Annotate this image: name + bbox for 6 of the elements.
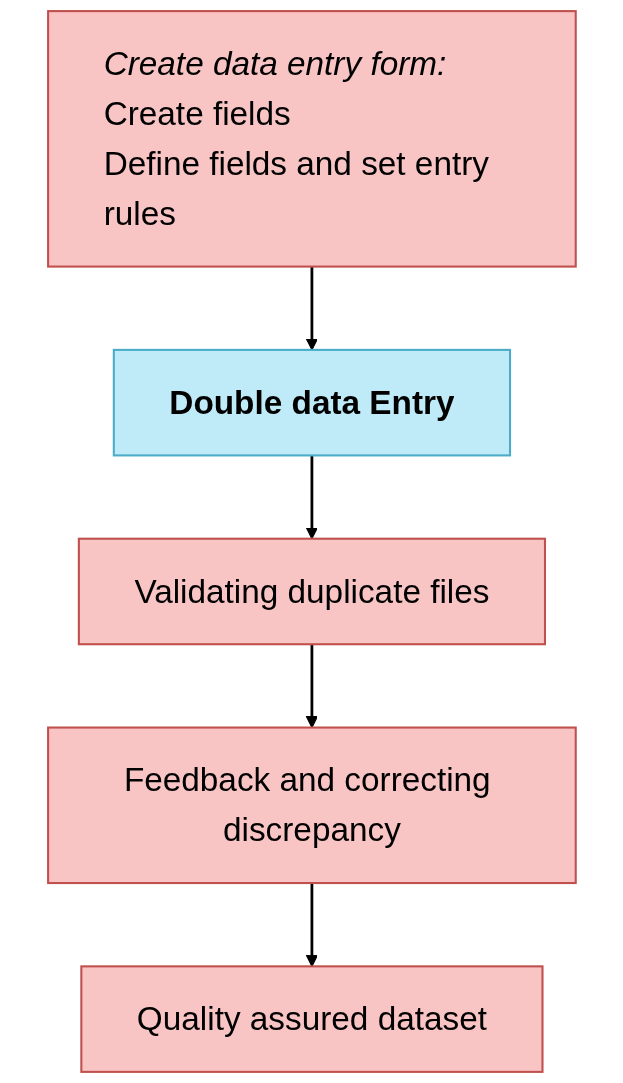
node-box: Feedback and correcting discrepancy <box>46 726 577 885</box>
arrow <box>305 883 318 967</box>
node-box: Quality assured dataset <box>79 965 544 1073</box>
node-box: Double data Entry <box>112 348 511 457</box>
node-box: Validating duplicate files <box>77 537 546 646</box>
node-box: Create data entry form: Create fields Define fields and set entry rules <box>46 10 577 268</box>
